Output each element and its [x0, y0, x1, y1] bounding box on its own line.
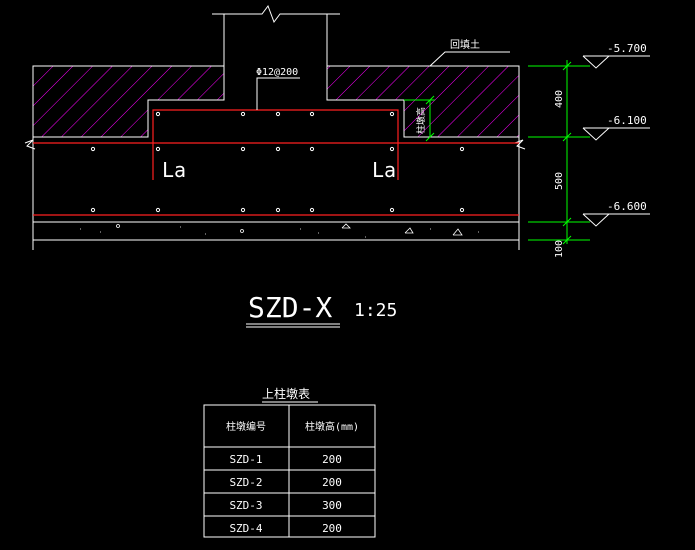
- dim-400-label: 400: [554, 90, 565, 108]
- upper-column: [212, 4, 340, 100]
- table-cell-height: 300: [322, 499, 342, 512]
- drawing-title: SZD-X: [248, 291, 332, 324]
- rebar-lines: [33, 109, 519, 216]
- backfill-leader: [429, 51, 510, 67]
- level-label-3: -6.600: [607, 200, 647, 213]
- pedestal-outline: [147, 99, 405, 137]
- table-cell-height: 200: [322, 476, 342, 489]
- table-caption: 上柱墩表: [262, 386, 310, 401]
- level-label-1: -5.700: [607, 42, 647, 55]
- table-header-id: 柱墩编号: [226, 420, 266, 433]
- drawing-scale: 1:25: [354, 300, 397, 321]
- rebar-label: Φ12@200: [256, 67, 298, 78]
- title-underline: [246, 323, 340, 328]
- pedestal-height-dimension: [404, 95, 435, 142]
- dim-500-label: 500: [554, 172, 565, 190]
- concrete-speckles: [80, 223, 479, 238]
- dimension-chain: [528, 60, 590, 245]
- pedestal-table: [203, 404, 376, 538]
- table-cell-id: SZD-2: [229, 476, 262, 489]
- slab-outline: [24, 137, 526, 250]
- dim-100-label: 100: [554, 240, 565, 258]
- table-cell-height: 200: [322, 522, 342, 535]
- rebar-dots: [90, 111, 465, 213]
- table-header-height: 柱墩高(mm): [305, 420, 359, 433]
- table-cell-id: SZD-1: [229, 453, 262, 466]
- level-markers: [582, 55, 650, 227]
- anchorage-right-label: La: [372, 158, 396, 182]
- table-cell-id: SZD-3: [229, 499, 262, 512]
- table-cell-height: 200: [322, 453, 342, 466]
- pedestal-height-label: 柱墩高: [415, 107, 427, 134]
- backfill-label: 回填土: [450, 38, 480, 51]
- rebar-leader: [256, 77, 300, 110]
- level-label-2: -6.100: [607, 114, 647, 127]
- table-cell-id: SZD-4: [229, 522, 262, 535]
- anchorage-left-label: La: [162, 158, 186, 182]
